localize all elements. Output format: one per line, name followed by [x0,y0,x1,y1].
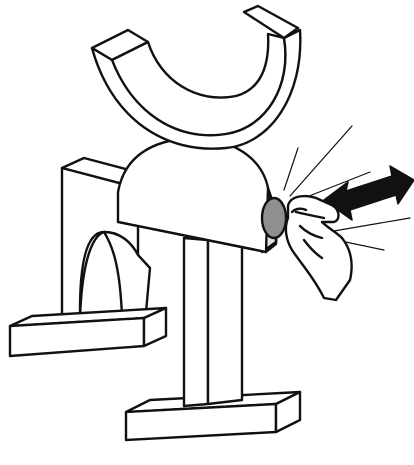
knob [262,198,286,238]
left-foot-block [10,308,166,356]
u-shaped-saddle [92,6,300,149]
front-post [184,236,242,406]
half-cylinder-rocker [118,138,277,252]
